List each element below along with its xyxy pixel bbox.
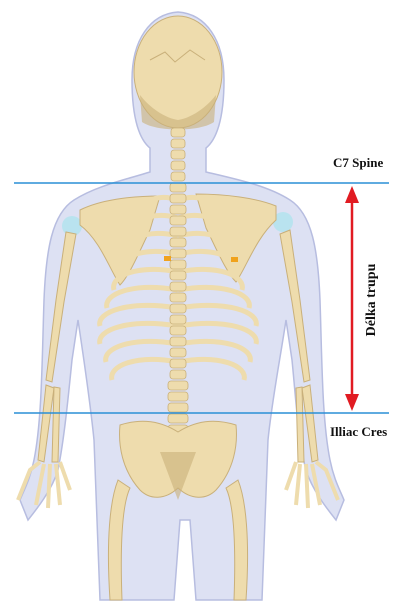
vertebra — [170, 348, 186, 357]
vertebra — [170, 315, 186, 324]
vertebra — [171, 172, 185, 181]
trunk-length-arrow — [345, 186, 359, 411]
vertebra — [171, 150, 185, 159]
vertebra — [170, 194, 186, 203]
vertebra — [171, 128, 185, 137]
vertebra — [170, 326, 186, 335]
vertebra — [168, 414, 188, 423]
vertebra — [168, 381, 188, 390]
marker-left — [164, 256, 171, 261]
vertebra — [170, 260, 186, 269]
vertebra — [170, 227, 186, 236]
vertebra — [170, 370, 186, 379]
vertebra — [171, 139, 185, 148]
vertebra — [170, 337, 186, 346]
vertebra — [170, 183, 186, 192]
vertebra — [170, 282, 186, 291]
trunk-length-label: Délka trupu — [364, 264, 380, 337]
vertebra — [171, 161, 185, 170]
skull — [134, 16, 222, 130]
vertebra — [170, 293, 186, 302]
vertebra — [170, 238, 186, 247]
vertebra — [170, 249, 186, 258]
vertebra — [170, 216, 186, 225]
vertebra — [168, 392, 188, 401]
vertebra — [170, 271, 186, 280]
marker-right — [231, 257, 238, 262]
c7-spine-label: C7 Spine — [333, 155, 393, 171]
iliac-crest-label: Illiac Cres — [330, 424, 393, 440]
vertebra — [170, 359, 186, 368]
vertebra — [170, 304, 186, 313]
vertebra — [170, 205, 186, 214]
vertebra — [168, 403, 188, 412]
